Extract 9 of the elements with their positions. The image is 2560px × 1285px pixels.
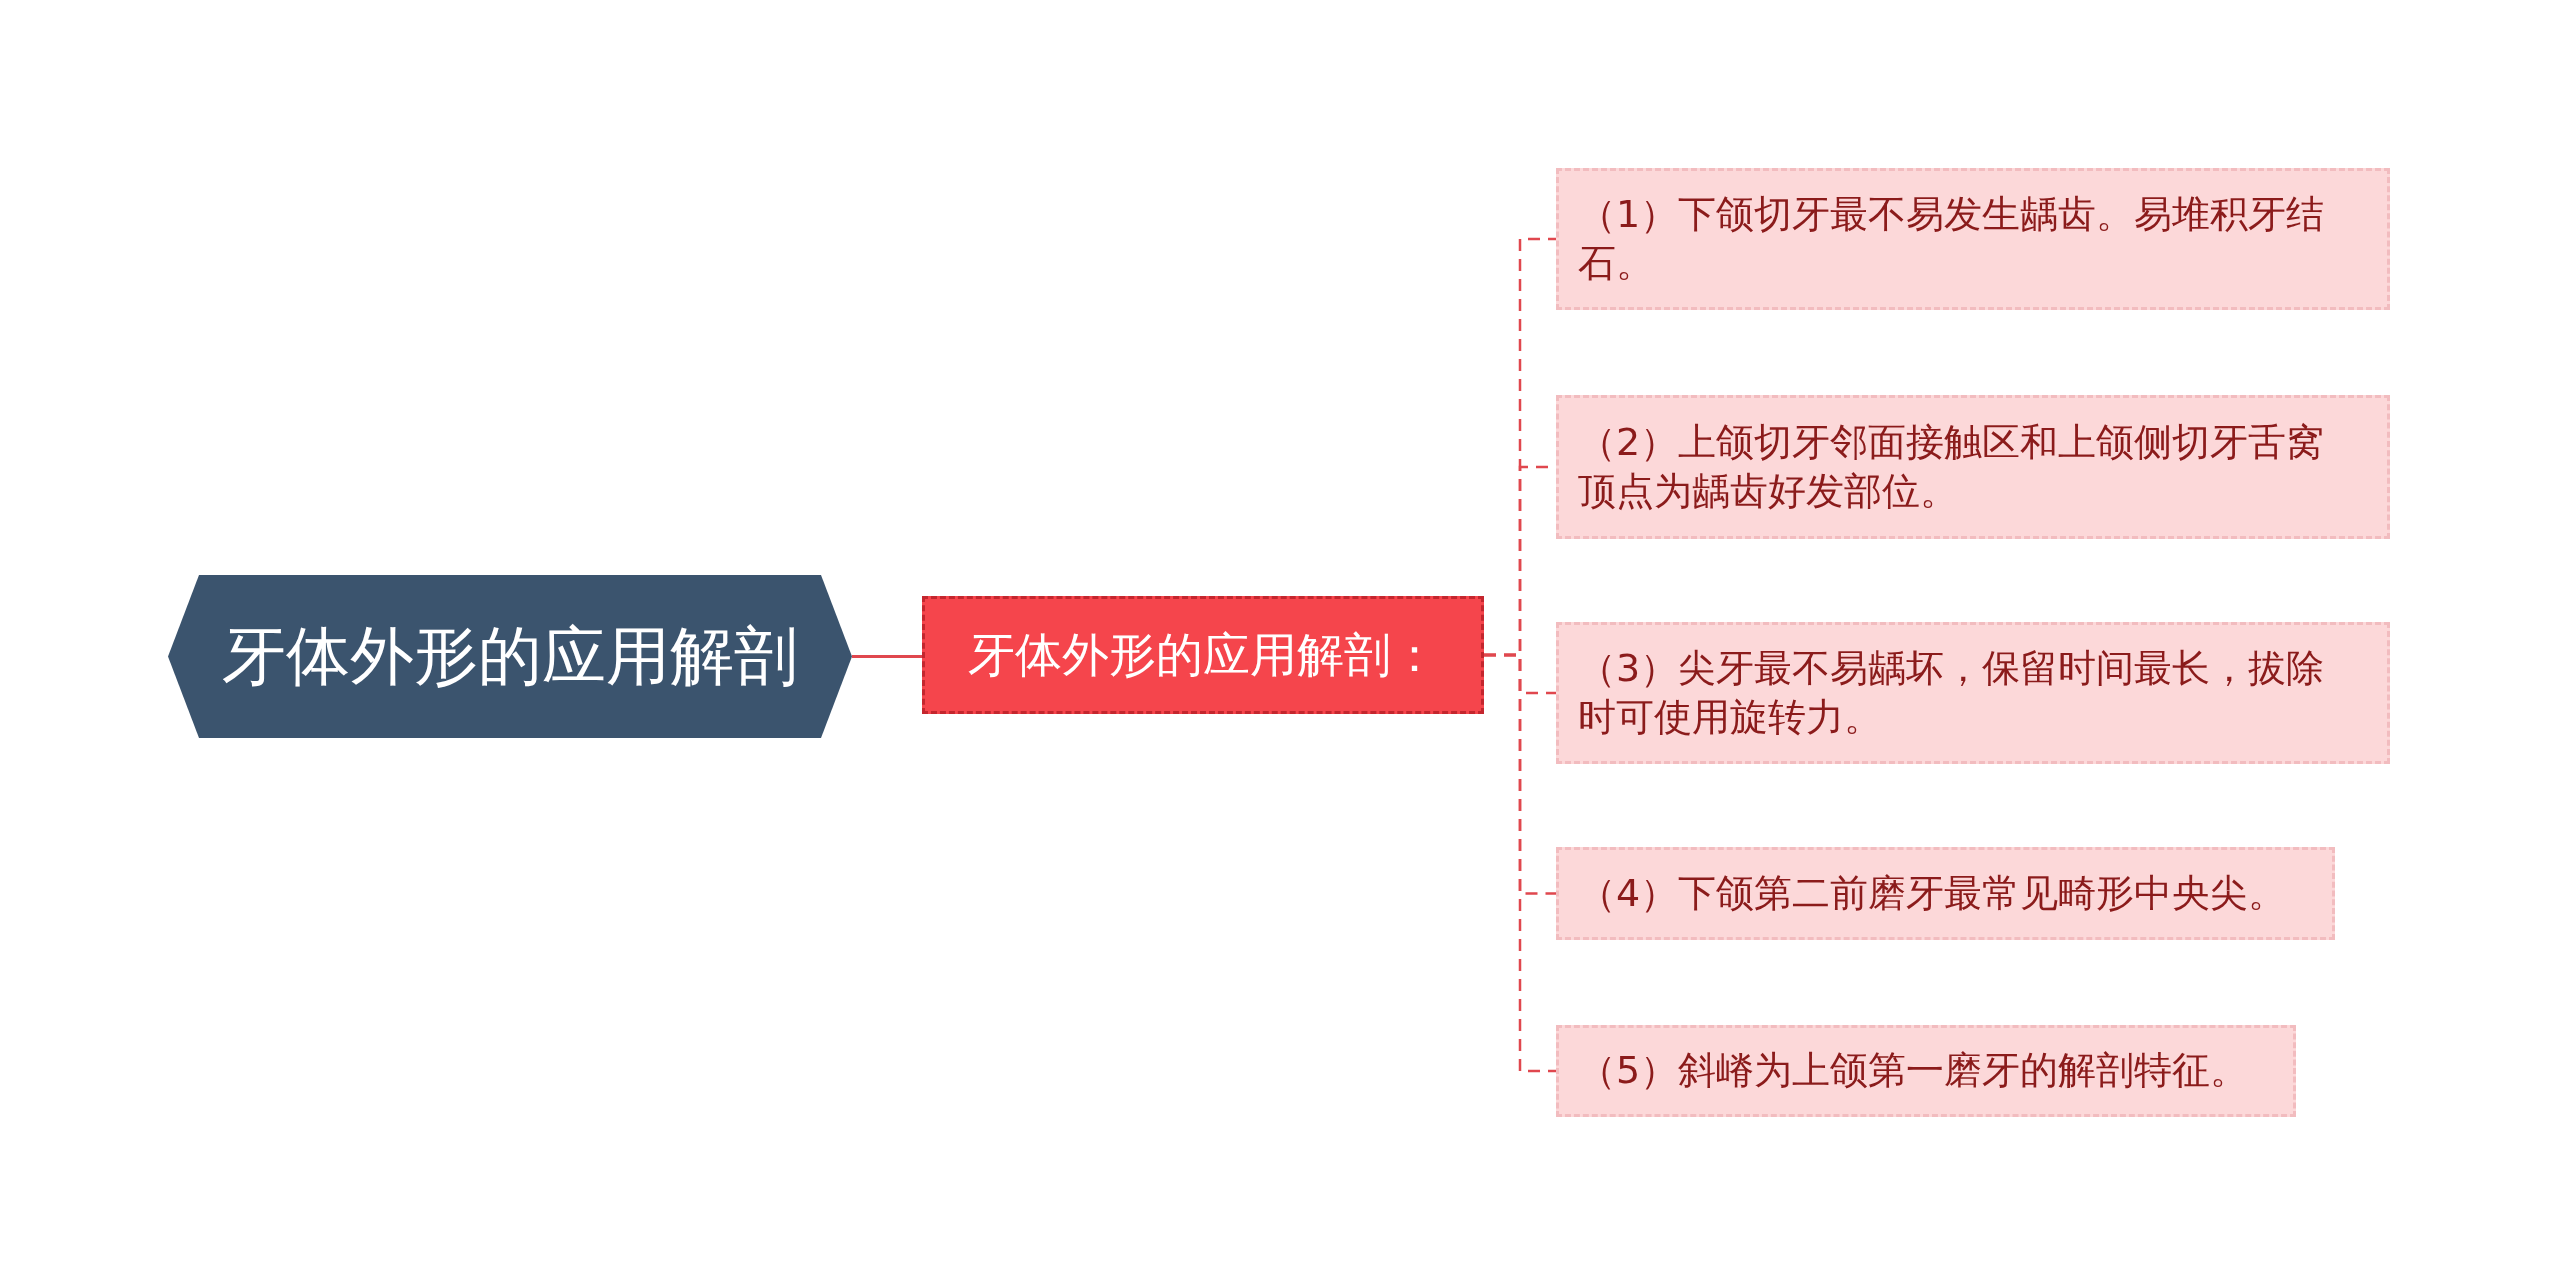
note-box: （2）上颌切牙邻面接触区和上颌侧切牙舌窝顶点为龋齿好发部位。 (1556, 395, 2390, 539)
note-box: （5）斜嵴为上颌第一磨牙的解剖特征。 (1556, 1025, 2296, 1117)
note-box: （1）下颌切牙最不易发生龋齿。易堆积牙结石。 (1556, 168, 2390, 310)
note-box: （3）尖牙最不易龋坏，保留时间最长，拔除时可使用旋转力。 (1556, 622, 2390, 764)
hexagon-node: 牙体外形的应用解剖 (168, 575, 852, 738)
subtopic-box: 牙体外形的应用解剖： (922, 596, 1484, 714)
note-box: （4）下颌第二前磨牙最常见畸形中央尖。 (1556, 847, 2335, 940)
connector-line (1484, 653, 1556, 1073)
connector-line (852, 655, 922, 658)
